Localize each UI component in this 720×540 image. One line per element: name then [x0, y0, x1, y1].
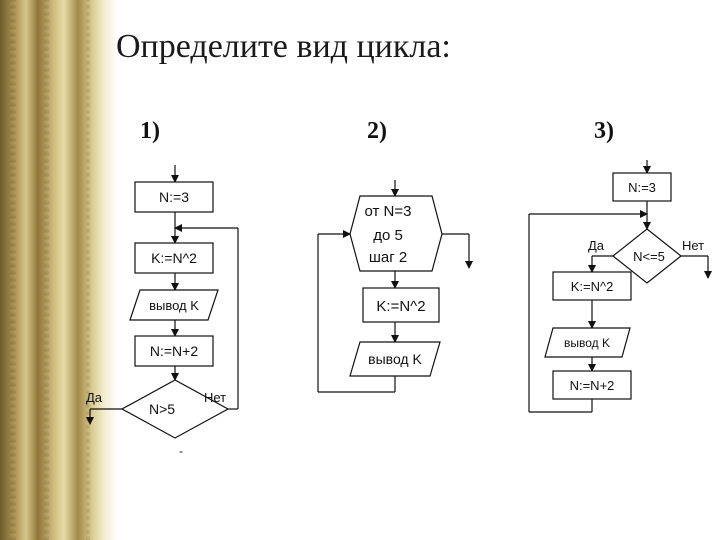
block-output-k	[544, 327, 631, 358]
flowchart-1: N:=3 K:=N^2 вывод K N:=N+2 N>5 Да Нет -	[86, 165, 239, 458]
block-output-k	[349, 341, 441, 377]
decision-n-le-5-label: N<=5	[633, 249, 665, 264]
block-compute-k	[134, 242, 214, 274]
block-compute-k-label: K:=N^2	[571, 279, 614, 294]
block-compute-k	[552, 271, 632, 301]
loop-header-step: шаг 2	[369, 249, 407, 266]
block-output-k-label: вывод K	[368, 351, 422, 367]
diagram-1-number: 1)	[140, 118, 160, 144]
slide-title: Определите вид цикла:	[116, 28, 451, 65]
block-assign-n-label: N:=3	[159, 189, 189, 205]
block-compute-k-label: K:=N^2	[376, 298, 425, 315]
branch-no-label: Нет	[682, 238, 704, 253]
decision-n-le-5	[612, 228, 682, 284]
branch-no-label: Нет	[204, 390, 226, 405]
decision-n-gt-5-label: N>5	[149, 401, 175, 417]
loop-header-from: от N=3	[365, 203, 412, 220]
branch-yes-label: Да	[86, 390, 103, 405]
decision-n-gt-5	[120, 379, 230, 439]
block-compute-k-label: K:=N^2	[151, 250, 197, 266]
block-increment-n-label: N:=N+2	[570, 378, 615, 393]
block-assign-n	[612, 172, 672, 202]
block-output-k-label: вывод K	[564, 336, 610, 350]
diagram-3-number: 3)	[594, 118, 614, 144]
block-increment-n	[552, 370, 632, 400]
branch-yes-label: Да	[588, 238, 605, 253]
block-increment-n	[134, 335, 214, 367]
block-compute-k	[362, 287, 440, 323]
block-output-k	[129, 289, 219, 321]
svg-text:-: -	[179, 444, 183, 458]
block-output-k-label: вывод K	[149, 298, 199, 313]
diagram-2-number: 2)	[367, 118, 387, 144]
block-assign-n	[134, 181, 214, 213]
block-assign-n-label: N:=3	[628, 180, 656, 195]
flowchart-2: от N=3 до 5 шаг 2 K:=N^2 вывод K	[317, 180, 473, 393]
decorative-gold-border	[0, 0, 118, 540]
flowchart-3: N:=3 N<=5 Нет Да K:=N^2 вывод K N:=N+2	[528, 160, 712, 413]
loop-header-to: до 5	[373, 227, 403, 244]
block-increment-n-label: N:=N+2	[150, 343, 198, 359]
